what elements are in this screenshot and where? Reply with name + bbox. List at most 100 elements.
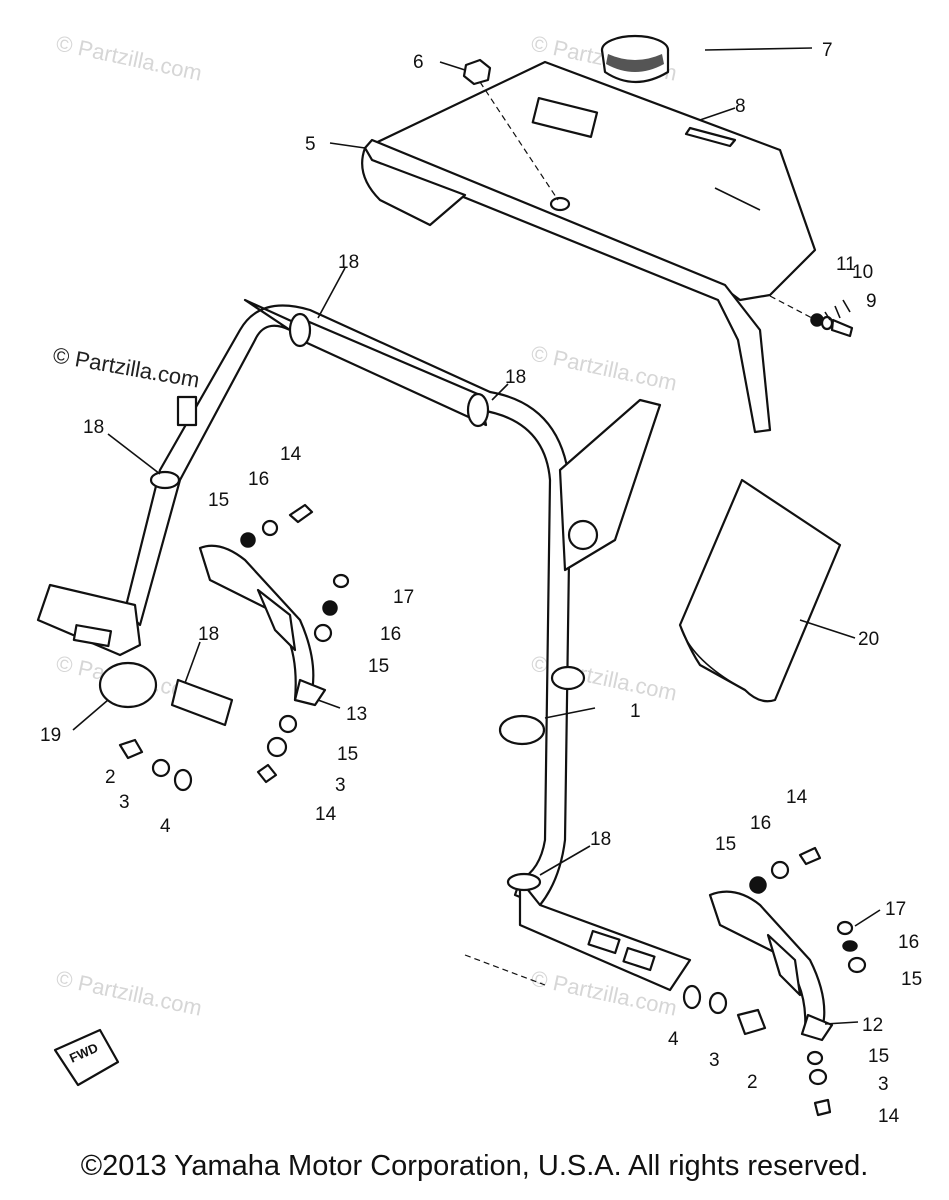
- callout-12: 12: [862, 1015, 883, 1036]
- watermark: © Partzilla.com: [54, 30, 204, 85]
- bolt-part: [288, 503, 314, 524]
- pad-edge: [679, 624, 746, 691]
- callout-13: 13: [346, 704, 367, 725]
- assembly-line: [479, 81, 559, 201]
- callout-15: 15: [868, 1046, 889, 1067]
- bracket-tab: [293, 678, 327, 707]
- leader-lines: [72, 47, 881, 1025]
- bolt-part: [798, 846, 822, 866]
- washer-part: [820, 315, 834, 331]
- callout-3: 3: [878, 1074, 889, 1095]
- bracket-tab: [800, 1013, 834, 1042]
- bracket-slot: [72, 624, 113, 648]
- bracket-slot: [766, 933, 802, 997]
- step-bracket-left: [198, 544, 315, 702]
- lower-slot: [622, 946, 656, 972]
- washer-part: [266, 736, 288, 758]
- callout-4: 4: [668, 1029, 679, 1050]
- callout-9: 9: [866, 291, 877, 312]
- callout-15: 15: [715, 834, 736, 855]
- callout-10: 10: [852, 262, 873, 283]
- panel-hole: [549, 196, 571, 212]
- clamp-part: [149, 470, 181, 490]
- callout-18: 18: [83, 417, 104, 438]
- assembly-line: [769, 295, 813, 319]
- callout-14: 14: [280, 444, 302, 465]
- callout-15: 15: [337, 744, 358, 765]
- nut-part: [770, 860, 790, 880]
- callout-17: 17: [885, 899, 906, 920]
- callout-8: 8: [735, 96, 746, 117]
- panel-left-end: [361, 146, 467, 227]
- callout-7: 7: [822, 40, 833, 61]
- bolt-part: [813, 1098, 832, 1117]
- callout-16: 16: [248, 469, 269, 490]
- callout-3: 3: [709, 1050, 720, 1071]
- bracket-slot: [256, 588, 297, 652]
- callout-16: 16: [380, 624, 401, 645]
- frame-bracket-left: [36, 583, 142, 657]
- lower-slot: [587, 929, 621, 955]
- callout-18: 18: [590, 829, 611, 850]
- watermark-dark: © Partzilla.com: [51, 342, 201, 392]
- washer-part: [847, 956, 867, 974]
- washer-part: [806, 1050, 824, 1066]
- callout-11: 11: [836, 254, 856, 275]
- callout-14: 14: [786, 787, 808, 808]
- washer-part: [151, 758, 171, 778]
- copyright-notice: ©2013 Yamaha Motor Corporation, U.S.A. A…: [80, 1150, 869, 1182]
- callout-5: 5: [305, 134, 316, 155]
- washer-part: [842, 940, 858, 952]
- callout-14: 14: [315, 804, 337, 825]
- clamp-part: [506, 872, 542, 892]
- pad-part: [678, 478, 842, 703]
- bolt-part: [736, 1008, 767, 1036]
- callout-18: 18: [505, 367, 526, 388]
- bolt-part: [118, 738, 144, 760]
- frame-mount: [498, 714, 546, 746]
- callout-3: 3: [119, 792, 130, 813]
- watermark: © Partzilla.com: [529, 340, 679, 395]
- clamp-part: [170, 678, 234, 727]
- fwd-badge: [53, 1028, 120, 1087]
- callout-2: 2: [747, 1072, 758, 1093]
- clamp-part: [288, 312, 312, 348]
- clamp-part: [176, 395, 198, 427]
- panel-slot: [531, 96, 599, 138]
- washer-part: [278, 714, 298, 734]
- nut-part: [462, 58, 492, 86]
- callout-18: 18: [338, 252, 359, 273]
- bolt-part: [256, 763, 278, 784]
- washer-part: [682, 984, 702, 1010]
- cap-band: [606, 54, 664, 72]
- step-bracket-right: [708, 890, 826, 1032]
- callout-15: 15: [901, 969, 922, 990]
- bolt-part: [830, 318, 854, 338]
- panel-rim-bar: [363, 138, 772, 434]
- nut-part: [261, 519, 279, 537]
- washer-part: [332, 573, 350, 589]
- gasket-part: [684, 126, 737, 148]
- washer-part: [313, 623, 333, 643]
- washer-part: [173, 768, 193, 792]
- washer-part: [322, 600, 338, 616]
- watermark: © Partzilla.com: [54, 965, 204, 1020]
- callout-15: 15: [208, 490, 229, 511]
- frame-mount: [550, 665, 586, 691]
- callout-20: 20: [858, 629, 879, 650]
- washer-part: [749, 876, 767, 894]
- washer-part: [808, 1068, 828, 1086]
- callout-17: 17: [393, 587, 414, 608]
- callout-18: 18: [198, 624, 219, 645]
- panel-line: [714, 187, 761, 211]
- washer-part: [708, 991, 728, 1015]
- callout-6: 6: [413, 52, 424, 73]
- assembly-line: [464, 954, 546, 986]
- callout-3: 3: [335, 775, 346, 796]
- clamp-part: [466, 392, 490, 428]
- callout-14: 14: [878, 1106, 900, 1127]
- callout-16: 16: [750, 813, 771, 834]
- frame-crossbar: [298, 316, 488, 427]
